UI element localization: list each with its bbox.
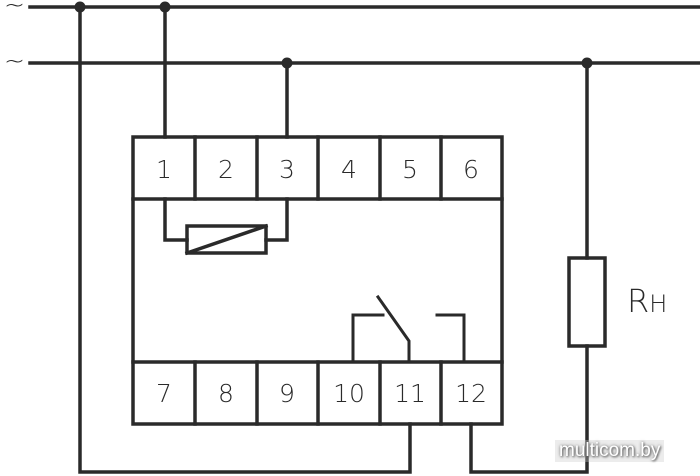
terminal-10: 10	[333, 379, 365, 408]
wire-line1-to-terminal-11	[78, 5, 412, 474]
wire-terminal-12-to-load	[469, 344, 589, 474]
load-label-main: R	[627, 282, 649, 320]
terminal-1: 1	[156, 155, 172, 184]
terminal-dividers	[193, 135, 443, 426]
terminal-3: 3	[279, 155, 295, 184]
terminal-8: 8	[218, 379, 234, 408]
junction-dots	[74, 1, 593, 69]
coil-icon	[163, 197, 289, 256]
load-label: RH	[627, 282, 667, 320]
watermark: multicom.by	[555, 440, 665, 462]
load-resistor	[567, 256, 607, 348]
terminal-5: 5	[402, 155, 418, 184]
terminal-11: 11	[394, 379, 426, 408]
terminal-9: 9	[279, 379, 295, 408]
phase-symbol-2: ~	[4, 46, 25, 75]
terminal-2: 2	[218, 155, 234, 184]
terminal-12: 12	[455, 379, 487, 408]
terminal-6: 6	[463, 155, 479, 184]
phase-symbol-1: ~	[4, 0, 25, 19]
terminal-4: 4	[341, 155, 357, 184]
load-label-sub: H	[649, 290, 667, 318]
terminal-7: 7	[156, 379, 172, 408]
switch-contact-icon	[351, 294, 466, 364]
